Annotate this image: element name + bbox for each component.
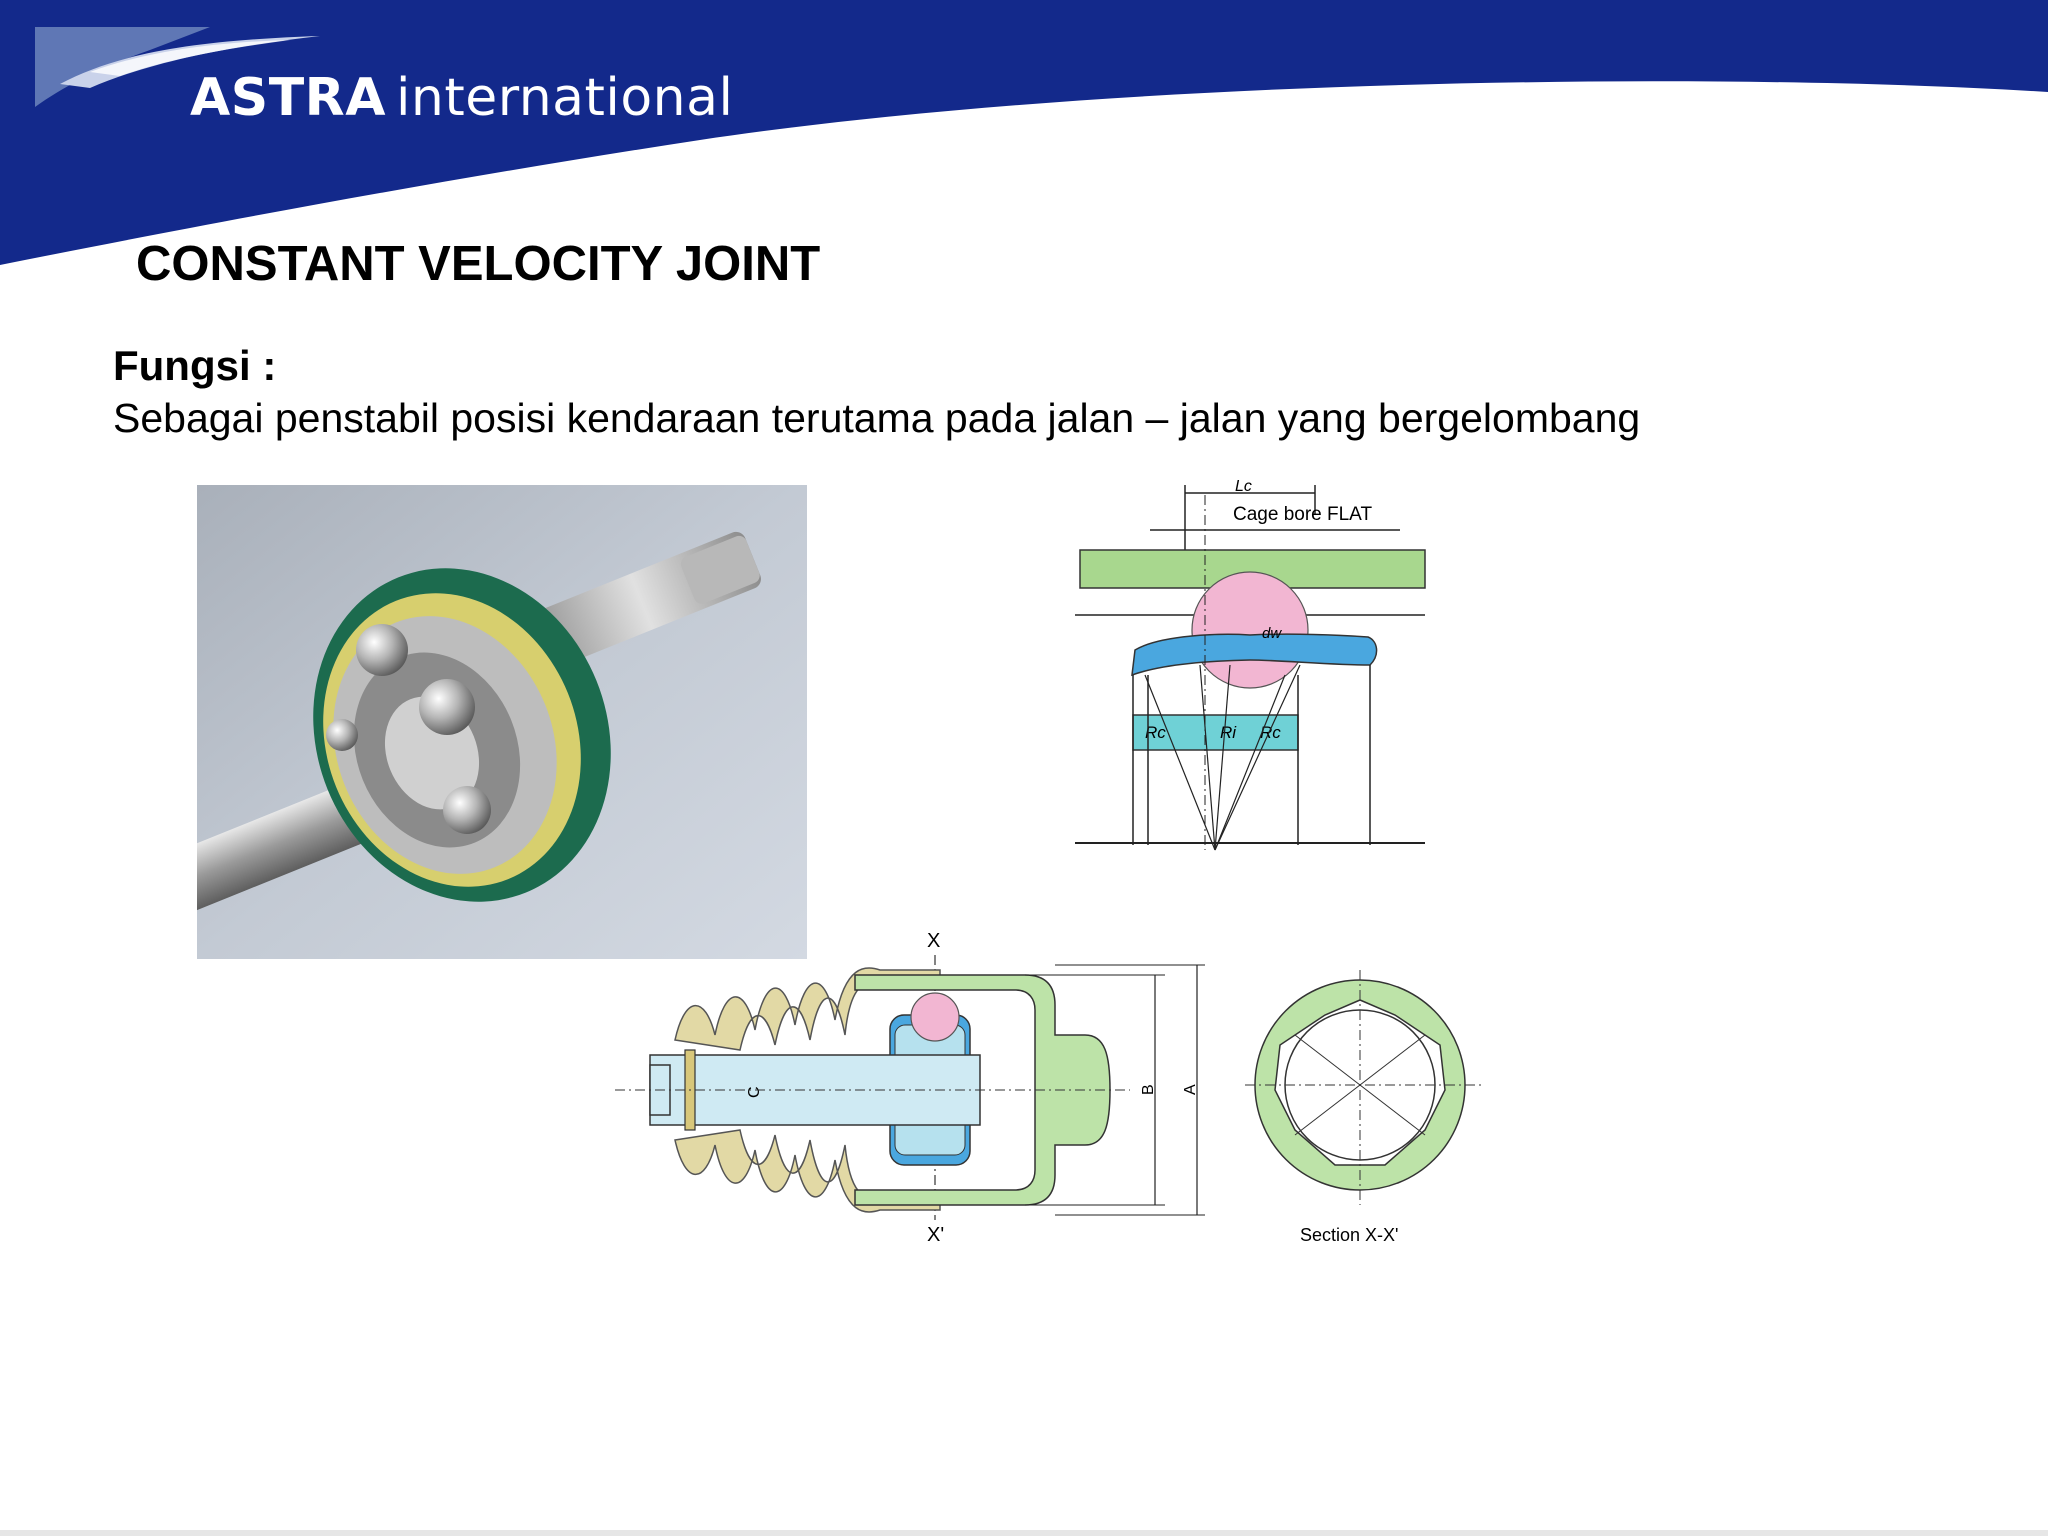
cage-bore-diagram: Lc Cage bore FLAT dw Rc Ri Rc (1075, 478, 1426, 851)
label-rc-right: Rc (1260, 723, 1281, 742)
section-label: Section X-X' (1300, 1225, 1398, 1245)
label-lc: Lc (1235, 478, 1252, 495)
label-a: A (1182, 1084, 1199, 1095)
slide-title: CONSTANT VELOCITY JOINT (136, 237, 821, 291)
fungsi-text: Sebagai penstabil posisi kendaraan terut… (113, 395, 1641, 441)
header-banner (0, 0, 2048, 265)
brand-light: international (395, 68, 734, 128)
cv-joint-photo (197, 485, 807, 959)
label-dw: dw (1262, 625, 1282, 642)
label-cage-bore: Cage bore FLAT (1233, 504, 1372, 525)
label-rc-left: Rc (1145, 723, 1166, 742)
footer-divider (0, 1530, 2048, 1536)
brand-strong: ASTRA (190, 68, 386, 128)
label-c: C (746, 1086, 763, 1098)
astra-logo-swoosh (35, 27, 320, 107)
fungsi-label: Fungsi : (113, 342, 277, 389)
label-ri: Ri (1220, 723, 1237, 742)
cv-joint-cross-section: X X' C B A Section X-X' (615, 930, 1485, 1246)
label-b: B (1140, 1084, 1157, 1095)
label-x-top: X (927, 930, 940, 952)
label-x-bottom: X' (927, 1224, 944, 1246)
